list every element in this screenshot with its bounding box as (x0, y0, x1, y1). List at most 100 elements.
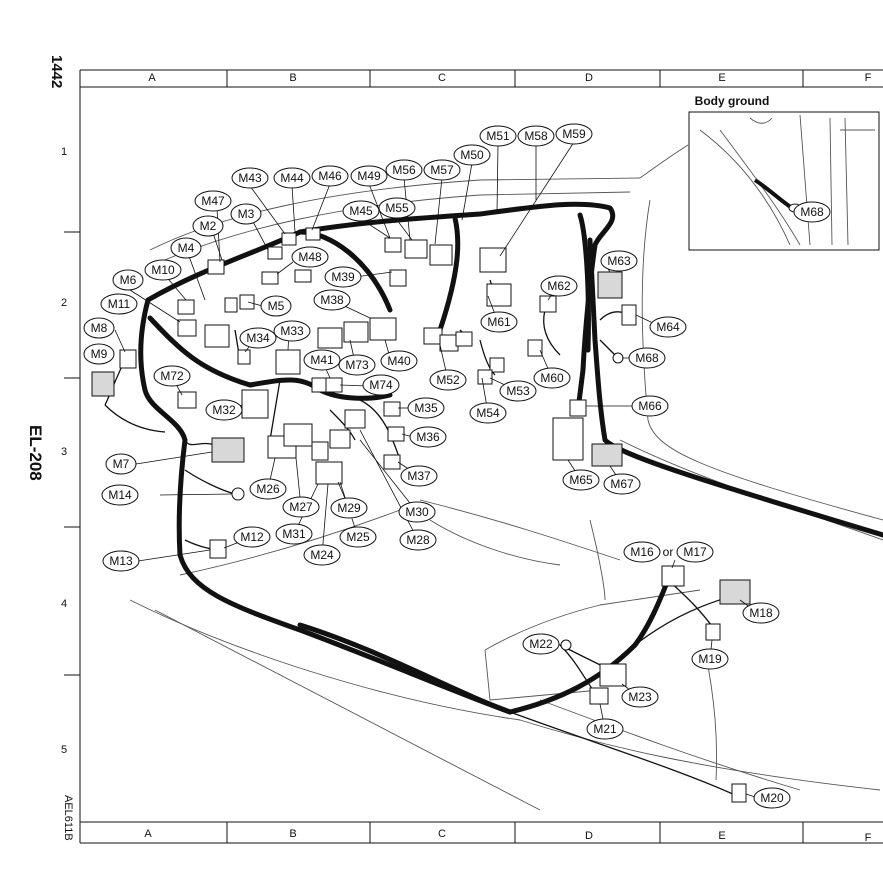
connector-shape (281, 232, 297, 246)
connector-shape (439, 334, 459, 352)
row-label: 4 (61, 598, 67, 610)
connector-shape (429, 244, 453, 266)
connector-shape (317, 327, 343, 349)
connector-shape (204, 324, 230, 348)
connector-label-m56: M56 (392, 163, 416, 177)
connector-label-m51: M51 (486, 129, 510, 143)
connector-label-m50: M50 (460, 148, 484, 162)
col-label: A (144, 828, 152, 840)
connector-shape (283, 423, 313, 447)
connector-label-m58: M58 (524, 129, 548, 143)
connector-shape (384, 237, 402, 253)
connector-label-m24: M24 (310, 548, 334, 562)
connector-label-m25: M25 (346, 530, 370, 544)
or-text: or (663, 545, 674, 559)
connector-label-m72: M72 (160, 369, 184, 383)
connector-label-m23: M23 (628, 690, 652, 704)
col-label: C (438, 828, 446, 840)
connector-label-m48: M48 (298, 250, 322, 264)
col-label: F (865, 72, 872, 84)
connector-label-m10: M10 (151, 263, 175, 277)
connector-label-m55: M55 (385, 201, 409, 215)
col-label: F (865, 832, 872, 844)
connector-shape (599, 663, 627, 687)
connector-shape (589, 687, 609, 705)
inset-frame (688, 111, 880, 251)
connector-label-m46: M46 (318, 169, 342, 183)
connector-label-m35: M35 (414, 401, 438, 415)
connector-shape (119, 349, 137, 369)
connector-label-m34: M34 (246, 331, 270, 345)
connector-label-m11: M11 (108, 297, 131, 311)
connector-shape (239, 294, 255, 310)
connector-shape (539, 295, 557, 313)
connector-label-m38: M38 (320, 293, 344, 307)
col-label: B (289, 828, 296, 840)
row-label: 3 (61, 446, 67, 458)
connector-label-m27: M27 (289, 500, 313, 514)
connector-shape (311, 441, 329, 461)
connector-shape (621, 304, 637, 326)
ground-terminal-m14 (231, 487, 245, 501)
connector-label-m3: M3 (238, 207, 255, 221)
connector-label-m37: M37 (407, 469, 431, 483)
connector-label-m26: M26 (256, 482, 280, 496)
connector-shape (383, 454, 401, 470)
connector-label-m60: M60 (540, 371, 564, 385)
connector-shape (569, 399, 587, 417)
main-harness (138, 201, 883, 715)
grid-frame (64, 69, 883, 844)
connector-shape (325, 377, 343, 393)
connector-label-m68: M68 (635, 351, 659, 365)
connector-label-m67: M67 (610, 477, 634, 491)
inset-label-m68: M68 (800, 205, 824, 219)
connector-label-m47: M47 (201, 194, 225, 208)
ground-terminal-m68 (612, 352, 624, 364)
connector-label-m53: M53 (506, 384, 530, 398)
connector-label-m61: M61 (487, 315, 511, 329)
col-label: B (289, 72, 296, 84)
connector-label-m33: M33 (280, 324, 304, 338)
page-number: 1442 (48, 55, 65, 88)
connector-label-m31: M31 (282, 527, 306, 541)
connector-label-m49: M49 (357, 169, 381, 183)
connector-label-m13: M13 (109, 554, 133, 568)
connector-shape (719, 579, 751, 605)
connector-label-m9: M9 (91, 347, 108, 361)
vehicle-body-outline (129, 144, 883, 811)
connector-shape (389, 269, 407, 287)
connector-label-m28: M28 (406, 533, 430, 547)
connector-label-m32: M32 (212, 403, 236, 417)
col-label: C (438, 72, 446, 84)
body-ground-inset: Body ground (688, 94, 880, 251)
connector-shape (455, 331, 473, 347)
connector-shape (177, 319, 197, 337)
connector-shape (591, 443, 623, 467)
connector-label-m20: M20 (760, 791, 784, 805)
connector-label-m17: M17 (683, 545, 707, 559)
connector-label-m62: M62 (547, 279, 571, 293)
connector-shape (305, 227, 321, 241)
connector-label-m74: M74 (369, 378, 393, 392)
connector-shape (237, 349, 251, 365)
connector-label-m63: M63 (607, 254, 631, 268)
connector-shape (383, 401, 401, 417)
connector-label-m19: M19 (698, 652, 722, 666)
col-label: E (718, 72, 725, 84)
connector-label-m65: M65 (569, 473, 593, 487)
connector-label-m30: M30 (405, 505, 429, 519)
connector-shape (207, 259, 225, 275)
row-label: 5 (61, 744, 67, 756)
column-labels: A B C D E F A B C D E F (144, 72, 871, 844)
label-bubbles: M43 M44 M46 M49 M56 M57 M50 M51 M58 M59 … (83, 123, 831, 809)
col-label: A (148, 72, 156, 84)
connector-label-m59: M59 (562, 127, 586, 141)
connector-label-m54: M54 (476, 406, 500, 420)
connector-label-m18: M18 (749, 606, 773, 620)
connector-label-m40: M40 (387, 354, 411, 368)
connector-label-m29: M29 (337, 501, 361, 515)
connector-label-m66: M66 (638, 399, 662, 413)
connector-label-m64: M64 (656, 320, 680, 334)
connector-label-m6: M6 (120, 273, 137, 287)
